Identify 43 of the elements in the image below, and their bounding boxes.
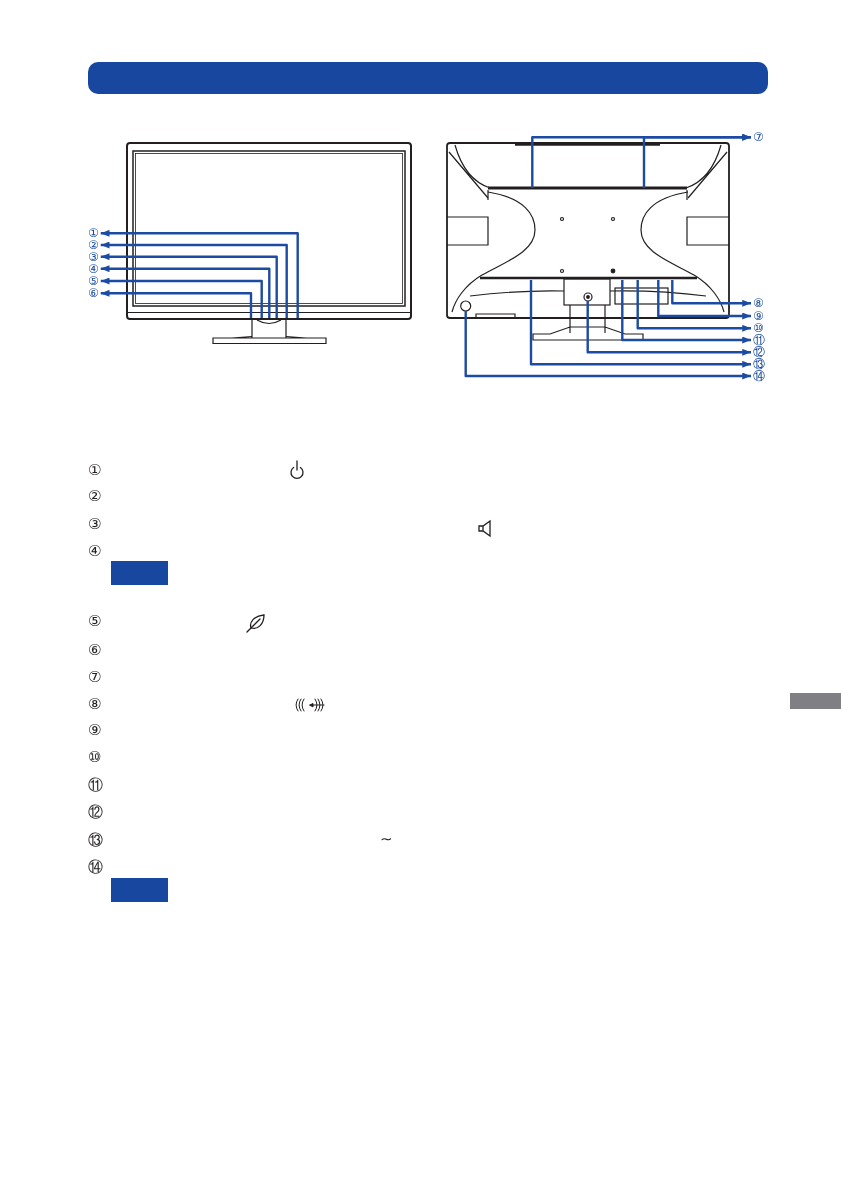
list-number: ① (88, 462, 102, 478)
list-number: ⑭ (88, 860, 103, 876)
leader-line (100, 277, 263, 318)
callout-number: ⑩ (751, 322, 766, 335)
leader-line (657, 280, 751, 320)
callout-number: ⑨ (751, 310, 766, 322)
leader-line (671, 280, 751, 307)
list-number: ⑦ (88, 669, 102, 685)
callout-number: ⑤ (86, 275, 101, 287)
list-number: ③ (88, 516, 102, 532)
leader-line (100, 289, 253, 318)
leader-line (100, 265, 271, 318)
callout-number: ⑧ (751, 297, 766, 310)
callout-number: ③ (86, 250, 101, 263)
list-number: ⑨ (88, 723, 102, 739)
callout-number: ⑪ (751, 334, 767, 346)
leader-line (621, 280, 751, 344)
list-number: ⑪ (88, 777, 103, 793)
callout-number: ⑦ (751, 131, 766, 144)
leader-line (464, 311, 751, 380)
list-number: ⑤ (88, 614, 102, 630)
callout-number: ⑥ (86, 287, 101, 300)
callout-number: ② (86, 239, 101, 251)
list-number: ⑫ (88, 805, 103, 821)
leader-line (636, 280, 751, 332)
leader-line (642, 133, 751, 188)
list-number: ⑩ (88, 749, 102, 765)
list-number: ⑬ (88, 832, 103, 848)
list-number: ④ (88, 544, 102, 560)
callout-number: ④ (86, 262, 101, 275)
callout-number: ⑭ (751, 370, 767, 382)
leader-line (586, 301, 751, 356)
leader-line (100, 241, 288, 318)
callout-number: ⑬ (751, 358, 767, 371)
list-number: ⑥ (88, 642, 102, 658)
leader-line (100, 229, 299, 318)
list-number: ② (88, 489, 102, 505)
tilde-sign: ∼ (380, 831, 393, 847)
leader-line (100, 253, 278, 318)
list-number: ⑧ (88, 696, 102, 712)
callout-number: ① (86, 227, 101, 240)
leader-line (529, 280, 751, 368)
callout-number: ⑫ (751, 346, 767, 359)
